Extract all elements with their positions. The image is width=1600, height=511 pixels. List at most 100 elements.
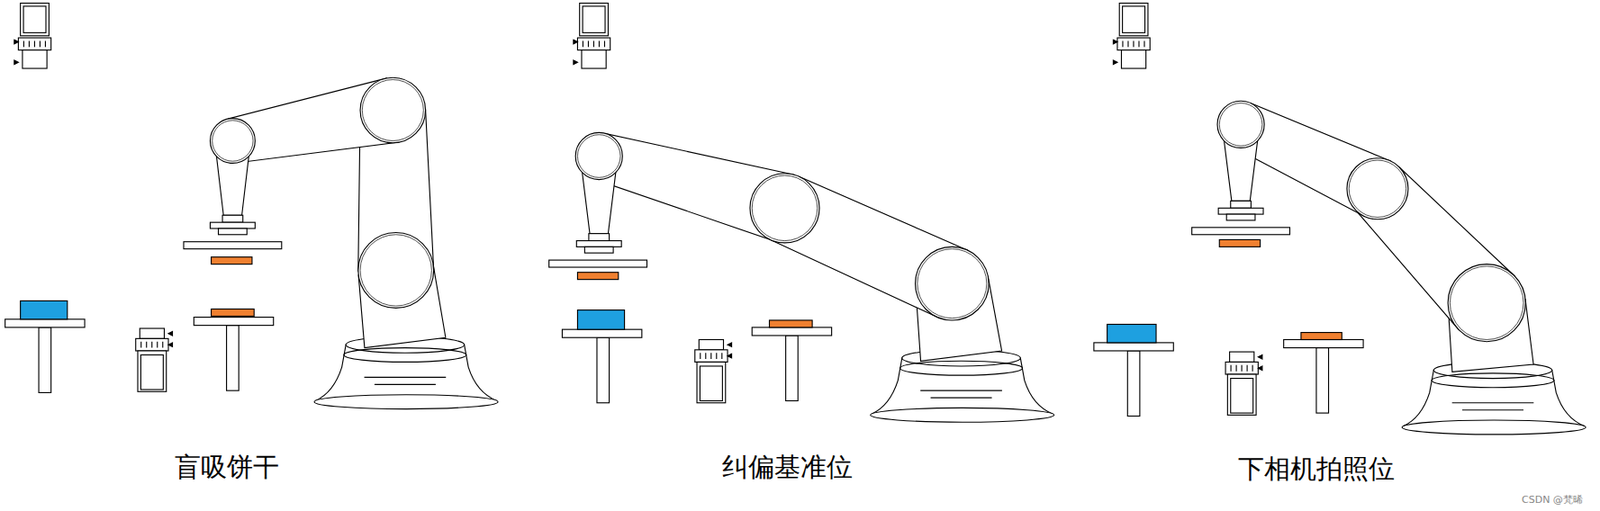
arm-joint-ring bbox=[361, 80, 424, 142]
camera-mark bbox=[727, 343, 733, 359]
camera-part bbox=[139, 328, 164, 339]
camera-part bbox=[1122, 6, 1146, 33]
stand-plate bbox=[1093, 343, 1174, 352]
flange bbox=[218, 228, 248, 236]
robot-base-foot bbox=[1401, 420, 1586, 435]
camera-grip bbox=[1230, 365, 1232, 372]
camera-part bbox=[579, 3, 609, 37]
camera-grip bbox=[699, 352, 701, 360]
camera-part bbox=[1120, 50, 1146, 69]
robot-base-ring bbox=[900, 361, 1023, 376]
camera-part bbox=[22, 50, 47, 69]
stand-plate bbox=[1283, 339, 1364, 348]
camera-part bbox=[695, 350, 728, 363]
camera-grip bbox=[1127, 40, 1129, 47]
camera-part bbox=[699, 366, 723, 402]
arm-joint bbox=[1346, 158, 1409, 220]
camera-part bbox=[582, 6, 606, 33]
camera-grip bbox=[140, 342, 142, 349]
flange bbox=[222, 215, 244, 223]
suction-plate bbox=[549, 260, 648, 268]
camera-grip bbox=[604, 40, 606, 47]
camera-grip bbox=[1247, 365, 1248, 372]
camera-part bbox=[1225, 361, 1258, 375]
stand-plate bbox=[5, 319, 85, 328]
camera-mark bbox=[14, 39, 19, 64]
flange bbox=[588, 234, 610, 242]
robot-base-ring bbox=[343, 348, 467, 363]
robot-base-line bbox=[1452, 402, 1535, 404]
arm-joint-ring bbox=[577, 135, 621, 179]
robot-base-foot bbox=[314, 395, 498, 410]
camera-grip bbox=[593, 40, 595, 47]
suction-plate bbox=[183, 242, 282, 250]
camera-part bbox=[1230, 379, 1254, 415]
camera-part bbox=[23, 6, 46, 33]
camera-mark bbox=[1112, 39, 1118, 64]
camera-grip bbox=[23, 40, 25, 47]
camera-part bbox=[696, 361, 726, 403]
camera-grip bbox=[587, 40, 589, 47]
arm-joint bbox=[209, 118, 255, 164]
stand-post bbox=[1127, 351, 1140, 417]
stand-post bbox=[1316, 348, 1329, 415]
robot-base-line bbox=[374, 384, 436, 386]
held-biscuit bbox=[1219, 239, 1260, 247]
camera-symbol bbox=[135, 328, 173, 392]
camera-grip bbox=[145, 342, 147, 349]
camera-part bbox=[1229, 352, 1255, 362]
camera-grip bbox=[28, 40, 30, 47]
robot-base-line bbox=[920, 390, 1003, 392]
arm-joint-ring bbox=[1348, 160, 1406, 217]
panel-caption: 盲吸饼干 bbox=[174, 450, 280, 487]
camera-grip bbox=[39, 40, 41, 47]
biscuit bbox=[769, 320, 814, 328]
camera-grip bbox=[1241, 365, 1243, 372]
robot-base-line bbox=[931, 397, 993, 399]
arm-joint bbox=[1447, 264, 1526, 343]
panel-caption: 纠偏基准位 bbox=[722, 450, 853, 487]
camera-part bbox=[135, 338, 169, 352]
stand-post bbox=[786, 335, 799, 402]
camera-grip bbox=[1236, 365, 1238, 372]
camera-grip bbox=[721, 352, 723, 360]
robot-base-foot bbox=[870, 407, 1055, 423]
suction-plate bbox=[1192, 227, 1291, 236]
flange bbox=[1230, 200, 1252, 208]
held-biscuit bbox=[577, 272, 618, 281]
robot-base-line bbox=[1462, 409, 1524, 411]
camera-grip bbox=[156, 342, 158, 349]
flange bbox=[1218, 207, 1264, 215]
camera-part bbox=[1227, 374, 1257, 416]
stand-plate bbox=[751, 327, 832, 336]
arm-joint bbox=[358, 233, 434, 309]
arm-joint-ring bbox=[212, 120, 254, 162]
biscuit bbox=[1301, 333, 1342, 341]
blue-biscuit-tray bbox=[577, 310, 624, 331]
camera-grip bbox=[582, 40, 584, 47]
arm-joint bbox=[915, 246, 990, 321]
camera-part bbox=[1117, 37, 1150, 51]
camera-symbol bbox=[573, 3, 611, 70]
camera-symbol bbox=[14, 3, 52, 70]
camera-part bbox=[581, 50, 606, 69]
robot-base-line bbox=[364, 377, 447, 379]
blue-biscuit-tray bbox=[1107, 324, 1157, 343]
arm-joint bbox=[575, 132, 623, 180]
stand-post bbox=[38, 327, 52, 394]
camera-grip bbox=[705, 352, 706, 360]
camera-symbol bbox=[1225, 352, 1263, 416]
camera-grip bbox=[598, 40, 600, 47]
camera-grip bbox=[1143, 40, 1145, 47]
stand-post bbox=[596, 337, 610, 404]
camera-part bbox=[140, 354, 163, 390]
robot-base-ring bbox=[1431, 373, 1555, 389]
arm-joint bbox=[360, 77, 426, 144]
flange bbox=[209, 222, 255, 229]
stand-post bbox=[226, 325, 240, 392]
camera-grip bbox=[1121, 40, 1123, 47]
arm-joint-ring bbox=[360, 235, 432, 307]
watermark: CSDN @梵晞 bbox=[1521, 493, 1583, 507]
camera-grip bbox=[1138, 40, 1139, 47]
camera-part bbox=[137, 351, 167, 392]
